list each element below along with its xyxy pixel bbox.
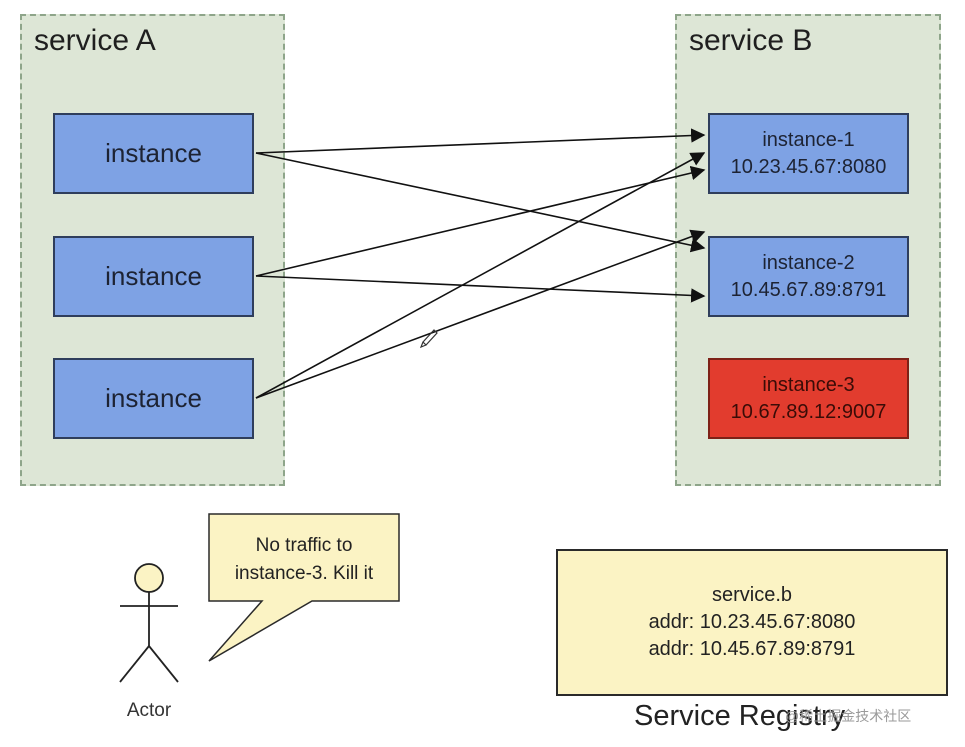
service-b-instance-2: instance-2 10.45.67.89:8791 <box>708 236 909 317</box>
actor-label: Actor <box>126 700 172 721</box>
instance-addr: 10.23.45.67:8080 <box>730 155 887 178</box>
instance-label: instance <box>105 261 202 291</box>
watermark: @稀土掘金技术社区 <box>785 708 912 724</box>
service-a-instance: instance <box>53 358 254 439</box>
registry-entry: addr: 10.23.45.67:8080 <box>648 611 856 633</box>
pencil-cursor-icon <box>419 329 438 349</box>
speech-line: instance-3. Kill it <box>234 563 374 584</box>
traffic-arrows <box>255 128 706 399</box>
service-a-instance: instance <box>53 236 254 317</box>
service-b-title: service B <box>689 24 813 57</box>
traffic-arrow <box>255 152 706 399</box>
actor-icon <box>119 563 179 683</box>
registry-service-name: service.b <box>711 584 793 606</box>
traffic-arrow <box>255 128 706 154</box>
registry-entry: addr: 10.45.67.89:8791 <box>648 638 856 660</box>
service-b-instance-1: instance-1 10.23.45.67:8080 <box>708 113 909 194</box>
instance-name: instance-1 <box>762 128 855 151</box>
instance-label: instance <box>105 138 202 168</box>
instance-addr: 10.45.67.89:8791 <box>730 278 887 301</box>
service-registry-box: service.b addr: 10.23.45.67:8080 addr: 1… <box>556 549 948 696</box>
traffic-arrow <box>255 165 706 277</box>
traffic-arrow <box>255 275 706 303</box>
service-registry-title: Service Registry <box>634 700 846 732</box>
service-a-instance: instance <box>53 113 254 194</box>
service-b-instance-3-dead: instance-3 10.67.89.12:9007 <box>708 358 909 439</box>
traffic-arrow <box>255 229 706 399</box>
instance-name: instance-2 <box>762 251 855 274</box>
instance-label: instance <box>105 383 202 413</box>
instance-name: instance-3 <box>762 373 855 396</box>
traffic-arrow <box>255 152 706 253</box>
speech-bubble <box>208 513 400 662</box>
speech-text: No traffic to instance-3. Kill it <box>209 532 399 588</box>
speech-line: No traffic to <box>255 535 353 556</box>
service-a-title: service A <box>34 24 156 57</box>
instance-addr: 10.67.89.12:9007 <box>730 400 887 423</box>
